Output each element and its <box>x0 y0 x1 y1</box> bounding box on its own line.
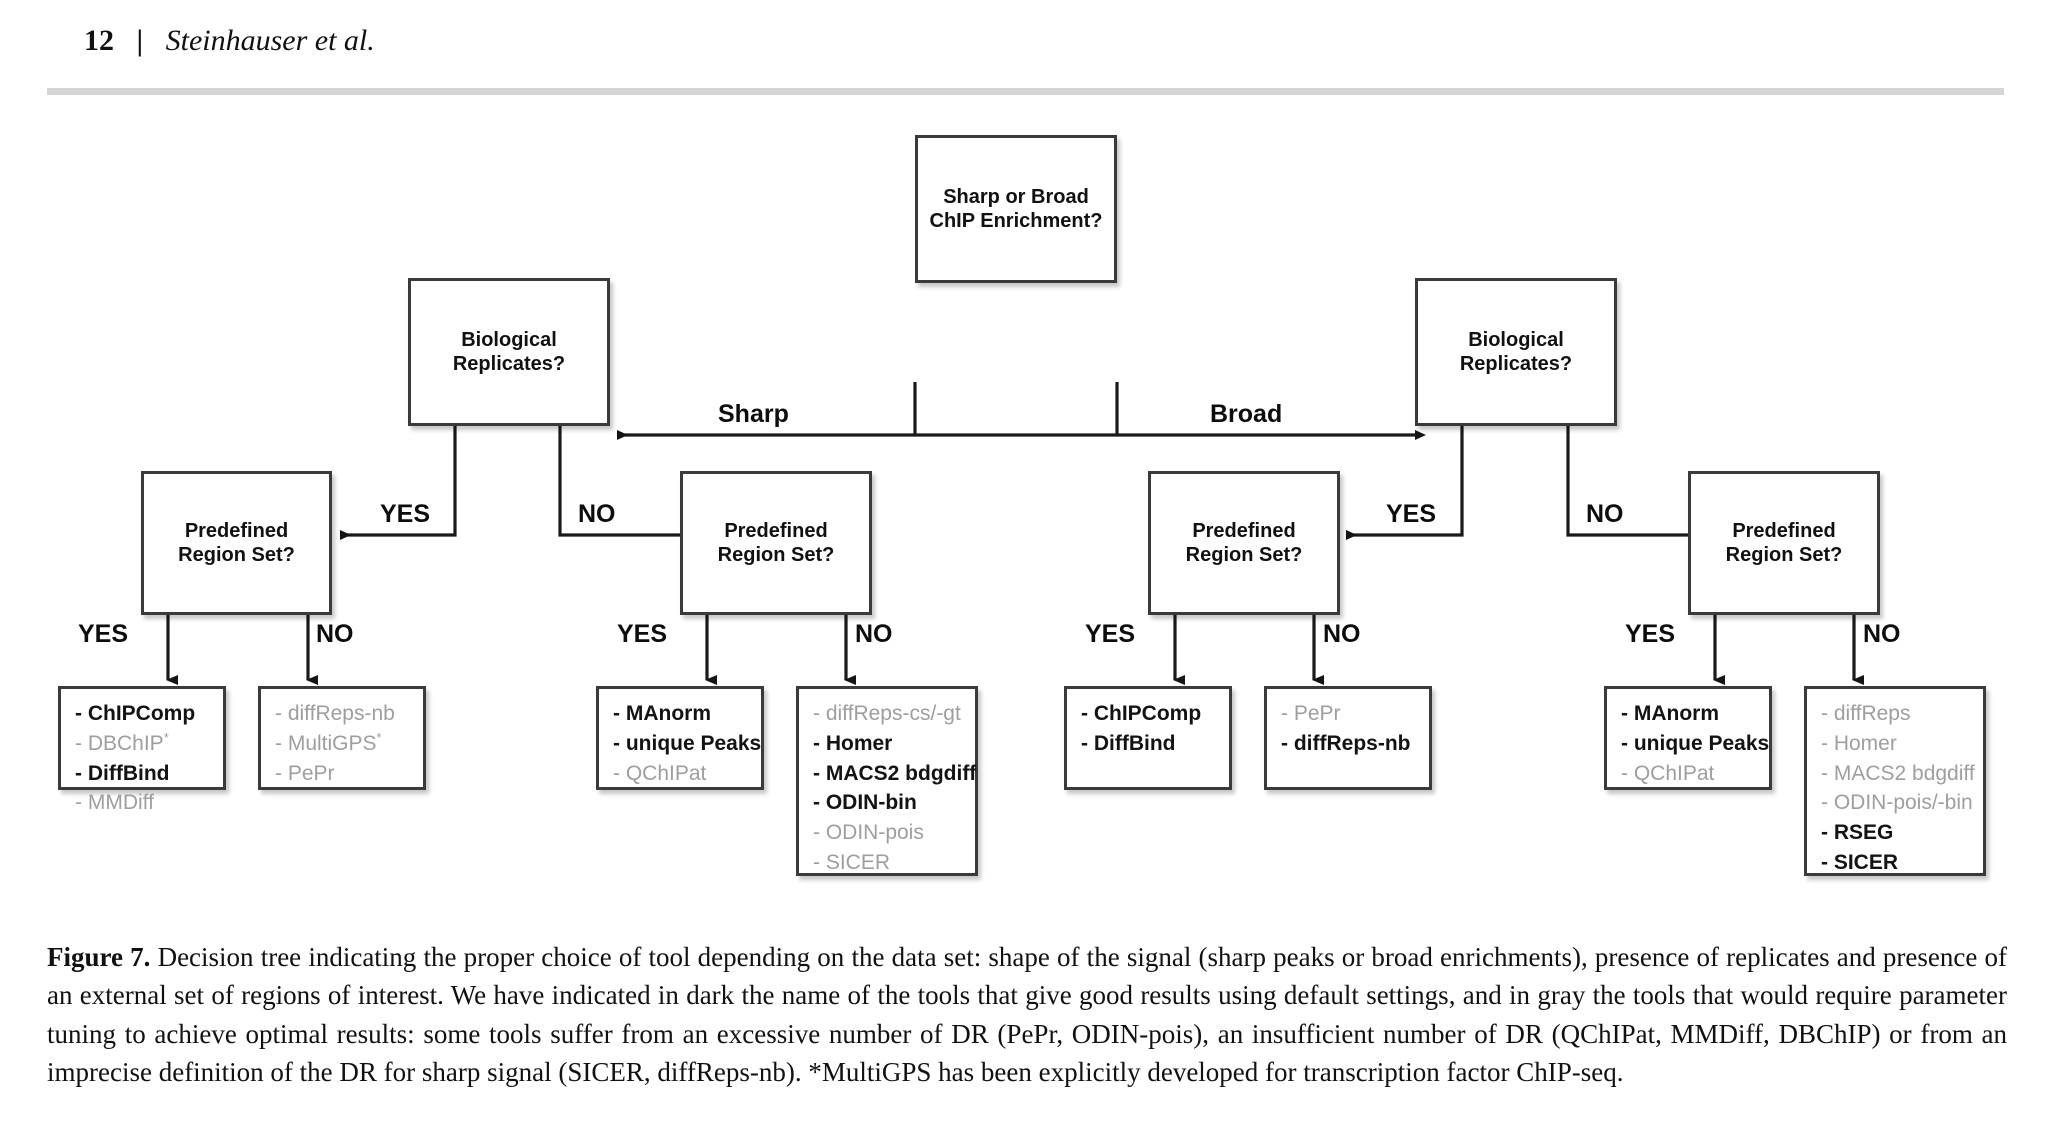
page-number: 12 <box>84 24 114 57</box>
leaf-box-4[interactable]: - diffReps-cs/-gt - Homer - MACS2 bdgdiff -… <box>796 686 978 876</box>
tool-list-item: - Homer <box>813 731 893 755</box>
decision-box-root-line2: ChIP Enrichment? <box>929 210 1103 232</box>
header-rule <box>47 88 2004 95</box>
tool-list-item: - MMDiff <box>75 791 154 815</box>
edge-label-sharp: Sharp <box>718 400 789 428</box>
leaf-box-3[interactable]: - MAnorm - unique Peaks - QChIPat <box>596 686 764 790</box>
edge-label-no-right-rep: NO <box>1586 500 1624 528</box>
tool-list-item: - SICER <box>1821 851 1899 875</box>
edge-label-no-leaf-6: NO <box>1323 620 1361 648</box>
leaf-box-2[interactable]: - diffReps-nb - MultiGPS* - PePr <box>258 686 426 790</box>
edge-label-no-leaf-8: NO <box>1863 620 1901 648</box>
figure-caption-label: Figure 7. <box>47 942 151 972</box>
decision-box-region-set-1-line2: Region Set? <box>178 544 295 566</box>
tool-list-item: - diffReps-nb <box>1281 731 1411 755</box>
edge-label-yes-leaf-5: YES <box>1085 620 1136 648</box>
tool-list-item: - diffReps-cs/-gt <box>813 702 961 725</box>
edge-label-yes-right-rep: YES <box>1386 500 1437 528</box>
decision-box-region-set-2-line1: Predefined <box>724 519 828 542</box>
tool-list-item: - DiffBind <box>1081 731 1176 755</box>
tool-list-item: - diffReps-nb <box>275 702 395 725</box>
decision-box-region-set-4[interactable]: Predefined Region Set? <box>1688 471 1880 615</box>
tool-list-item: - DBChIP* <box>75 729 169 755</box>
decision-box-region-set-4-line1: Predefined <box>1732 519 1836 542</box>
decision-box-region-set-3[interactable]: Predefined Region Set? <box>1148 471 1340 615</box>
decision-box-root-line1: Sharp or Broad <box>943 185 1089 208</box>
tool-list-item: - ODIN-pois <box>813 821 924 845</box>
decision-box-bio-rep-right-line1: Biological <box>1468 328 1564 351</box>
decision-box-bio-rep-left-line1: Biological <box>461 328 557 351</box>
decision-box-region-set-4-line2: Region Set? <box>1725 544 1843 566</box>
tool-list-item: - MAnorm <box>1621 702 1719 725</box>
decision-box-bio-rep-left-line2: Replicates? <box>452 353 566 375</box>
tool-list-item: - unique Peaks <box>613 731 762 755</box>
edge-label-yes-leaf-7: YES <box>1625 620 1676 648</box>
tool-list-item: - RSEG <box>1821 821 1894 845</box>
edge-label-no-leaf-4: NO <box>855 620 893 648</box>
edge-label-no-left-rep: NO <box>578 500 616 528</box>
tool-list-item: - diffReps <box>1821 702 1911 725</box>
header-authors: Steinhauser et al. <box>165 24 375 57</box>
decision-box-region-set-2-line2: Region Set? <box>717 544 835 566</box>
tool-list-item: - PePr <box>275 761 335 785</box>
tool-list-item: - ChIPComp <box>75 702 196 725</box>
tool-list-item: - MultiGPS* <box>275 729 382 755</box>
leaf-box-8[interactable]: - diffReps - Homer - MACS2 bdgdiff - ODIN-p… <box>1804 686 1986 876</box>
footnote-asterisk: * <box>163 729 169 745</box>
decision-box-bio-rep-left[interactable]: Biological Replicates? <box>408 278 610 426</box>
tool-list-item: - DiffBind <box>75 761 170 785</box>
leaf-box-7[interactable]: - MAnorm - unique Peaks - QChIPat <box>1604 686 1772 790</box>
decision-box-root[interactable]: Sharp or Broad ChIP Enrichment? <box>915 135 1117 283</box>
connector-lines <box>166 382 1864 685</box>
edge-label-yes-leaf-1: YES <box>78 620 129 648</box>
leaf-box-5[interactable]: - ChIPComp - DiffBind <box>1064 686 1232 790</box>
tool-list-item: - SICER <box>813 851 891 875</box>
decision-box-region-set-1[interactable]: Predefined Region Set? <box>141 471 332 615</box>
tool-list-item: - Homer <box>1821 731 1897 755</box>
tool-list-item: - PePr <box>1281 702 1341 725</box>
header-separator: | <box>136 24 144 57</box>
decision-box-region-set-1-line1: Predefined <box>184 519 289 542</box>
tool-list-item: - ODIN-pois/-bin <box>1821 791 1973 815</box>
decision-box-region-set-2[interactable]: Predefined Region Set? <box>680 471 872 615</box>
edge-label-broad: Broad <box>1210 400 1283 428</box>
tool-list-item: - ODIN-bin <box>813 791 917 815</box>
edge-label-yes-leaf-3: YES <box>617 620 668 648</box>
edge-label-no-leaf-2: NO <box>316 620 354 648</box>
page-header: 12 | Steinhauser et al. <box>0 0 2048 96</box>
edge-label-yes-left-rep: YES <box>380 500 431 528</box>
figure-caption: Figure 7. Decision tree indicating the p… <box>47 938 2007 1091</box>
running-head: 12 | Steinhauser et al. <box>84 24 375 58</box>
decision-box-region-set-3-line2: Region Set? <box>1185 544 1303 566</box>
decision-box-bio-rep-right-line2: Replicates? <box>1459 353 1573 375</box>
tool-list-item: - MACS2 bdgdiff <box>813 761 977 785</box>
tool-list-item: - MAnorm <box>613 702 711 725</box>
figure-caption-text: Decision tree indicating the proper choi… <box>47 942 2007 1087</box>
tool-list-item: - unique Peaks <box>1621 731 1770 755</box>
tool-list-item: - ChIPComp <box>1081 702 1202 725</box>
leaf-box-6[interactable]: - PePr - diffReps-nb <box>1264 686 1432 790</box>
tool-list-item: - QChIPat <box>1621 761 1715 785</box>
figure-decision-tree: Sharp or Broad ChIP Enrichment? Sharp Br… <box>0 120 2048 920</box>
decision-box-region-set-3-line1: Predefined <box>1192 519 1296 542</box>
decision-box-bio-rep-right[interactable]: Biological Replicates? <box>1415 278 1617 426</box>
tool-list-item: - MACS2 bdgdiff <box>1821 761 1975 785</box>
leaf-box-1[interactable]: - ChIPComp - DBChIP* - DiffBind - MMDiff <box>58 686 226 814</box>
tool-list-item: - QChIPat <box>613 761 707 785</box>
footnote-asterisk: * <box>376 729 382 745</box>
